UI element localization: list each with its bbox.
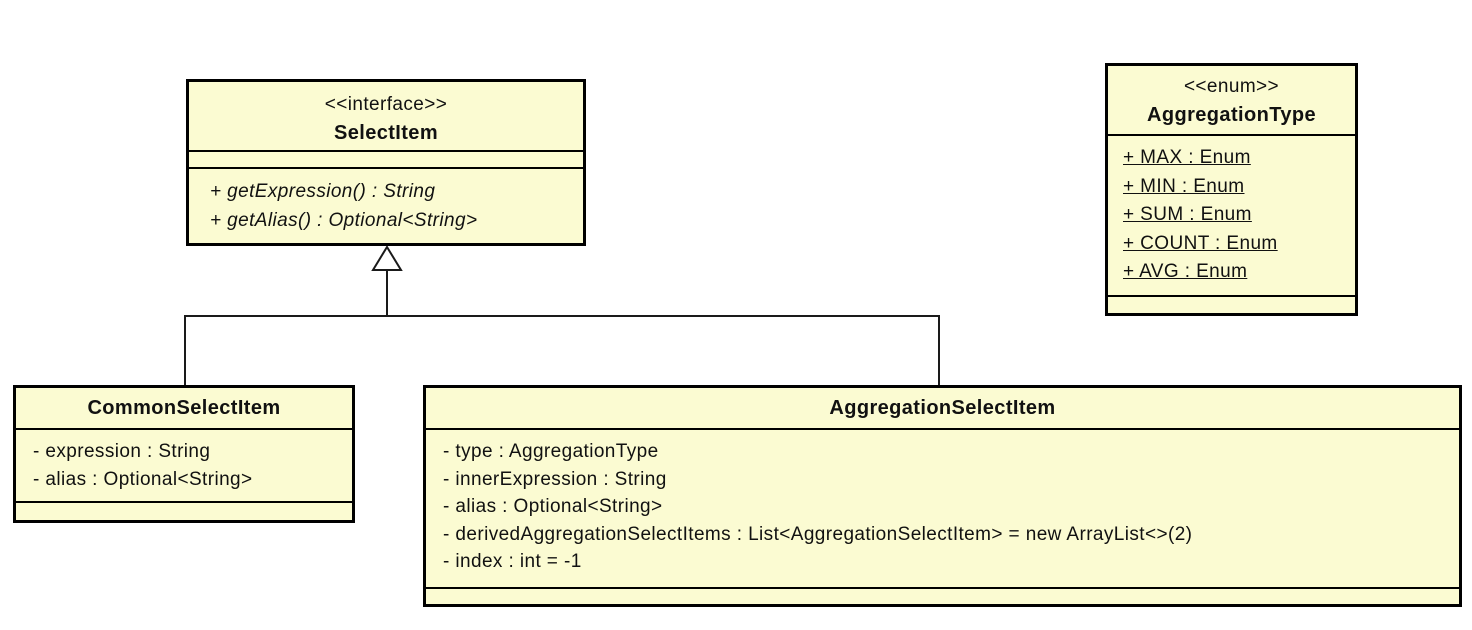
class-header-selectitem: <<interface>> SelectItem bbox=[189, 82, 583, 150]
class-header-aggregationtype: <<enum>> AggregationType bbox=[1108, 66, 1355, 134]
attribute-item: - alias : Optional<String> bbox=[33, 469, 253, 490]
generalization-line-stub bbox=[386, 270, 388, 317]
generalization-line-common bbox=[184, 315, 186, 385]
class-name: CommonSelectItem bbox=[87, 396, 281, 419]
attribute-item: + COUNT : Enum bbox=[1123, 232, 1278, 254]
attribute-item: + MIN : Enum bbox=[1123, 175, 1245, 197]
attribute-item: - type : AggregationType bbox=[443, 441, 659, 462]
method-item: + getAlias() : Optional<String> bbox=[210, 210, 478, 231]
attributes-compartment bbox=[189, 150, 583, 167]
stereotype-label: <<enum>> bbox=[1183, 76, 1280, 97]
generalization-line-horizontal bbox=[184, 315, 940, 317]
attribute-item: - index : int = -1 bbox=[443, 551, 582, 573]
methods-compartment bbox=[426, 587, 1459, 604]
methods-compartment bbox=[1108, 295, 1355, 313]
class-box-selectitem[interactable]: <<interface>> SelectItem + getExpression… bbox=[186, 79, 586, 246]
class-box-commonselectitem[interactable]: CommonSelectItem - expression : String -… bbox=[13, 385, 355, 523]
generalization-arrowhead-icon bbox=[371, 246, 403, 271]
attributes-compartment: - expression : String - alias : Optional… bbox=[16, 428, 352, 501]
attribute-item: - derivedAggregationSelectItems : List<A… bbox=[443, 523, 1193, 545]
attribute-item: + AVG : Enum bbox=[1123, 261, 1248, 282]
methods-compartment bbox=[16, 501, 352, 520]
class-box-aggregationselectitem[interactable]: AggregationSelectItem - type : Aggregati… bbox=[423, 385, 1462, 607]
generalization-line-aggregation bbox=[938, 315, 940, 385]
attribute-item: - alias : Optional<String> bbox=[443, 496, 663, 518]
class-name: AggregationType bbox=[1147, 104, 1316, 126]
class-name: SelectItem bbox=[333, 122, 439, 144]
methods-compartment: + getExpression() : String + getAlias() … bbox=[189, 167, 583, 243]
class-name: AggregationSelectItem bbox=[829, 396, 1056, 419]
class-header-commonselectitem: CommonSelectItem bbox=[16, 388, 352, 428]
class-header-aggregationselectitem: AggregationSelectItem bbox=[426, 388, 1459, 428]
attribute-item: + MAX : Enum bbox=[1123, 147, 1251, 168]
attributes-compartment: - type : AggregationType - innerExpressi… bbox=[426, 428, 1459, 587]
attribute-item: - expression : String bbox=[33, 441, 211, 462]
class-box-aggregationtype[interactable]: <<enum>> AggregationType + MAX : Enum + … bbox=[1105, 63, 1358, 316]
stereotype-label: <<interface>> bbox=[324, 94, 448, 115]
attribute-item: + SUM : Enum bbox=[1123, 204, 1252, 225]
attributes-compartment: + MAX : Enum + MIN : Enum + SUM : Enum +… bbox=[1108, 134, 1355, 295]
attribute-item: - innerExpression : String bbox=[443, 468, 667, 490]
method-item: + getExpression() : String bbox=[210, 181, 436, 202]
